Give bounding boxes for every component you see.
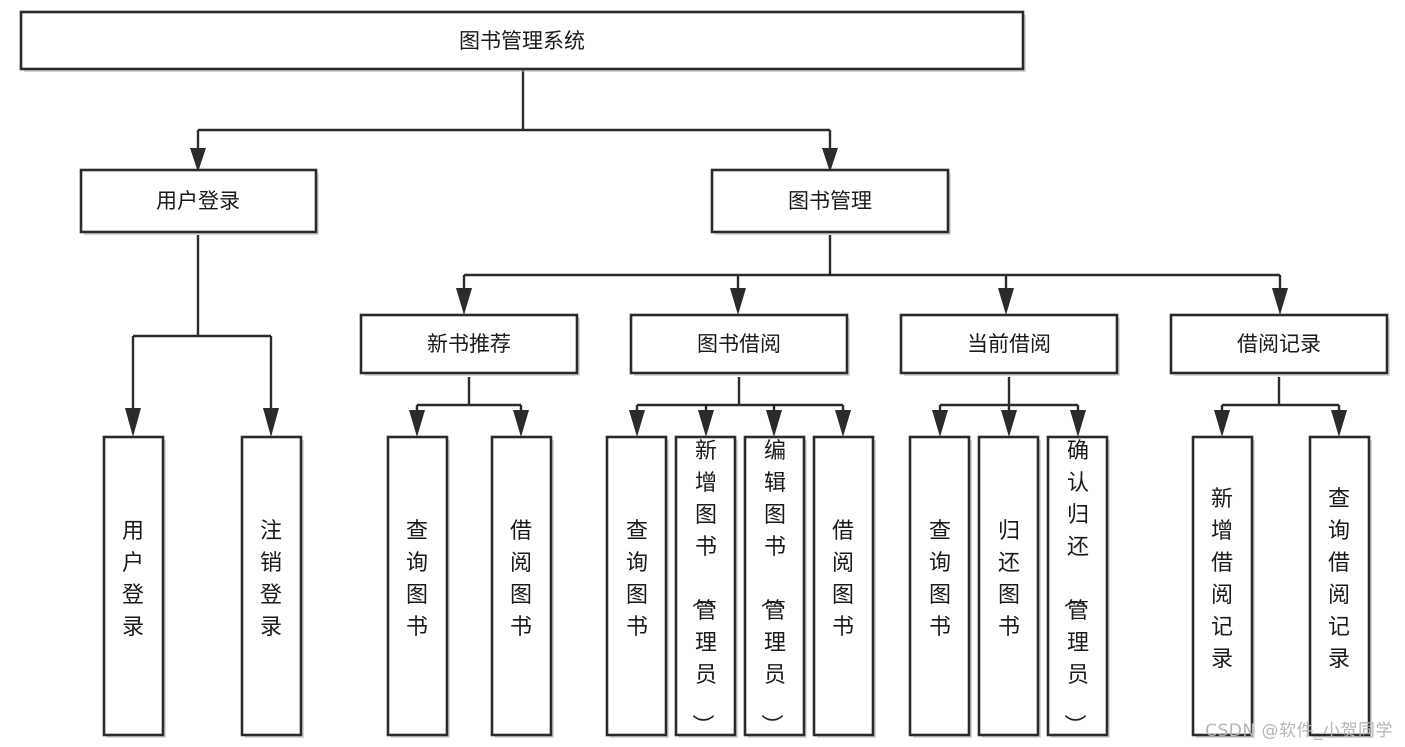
arrow-to-book-borrow: [730, 288, 746, 315]
node-root-box[interactable]: [19, 10, 1025, 71]
leaf-current-borrow-2-label: 归还图书: [998, 519, 1020, 640]
node-root-label: 图书管理系统: [459, 29, 585, 53]
leaf-new-book-2[interactable]: 借阅图书: [490, 435, 554, 738]
leaf-borrow-record-2-box[interactable]: [1308, 435, 1371, 737]
leaf-current-borrow-3[interactable]: 确认归还（管理员）: [1046, 435, 1110, 738]
arrow-borrowrecord-leaf-1: [1214, 410, 1230, 437]
arrow-to-book-manage: [822, 148, 838, 172]
arrow-currentborrow-leaf-3: [1070, 410, 1086, 437]
arrow-userlogin-leaf-1: [125, 408, 141, 437]
node-user-login[interactable]: 用户登录: [79, 168, 319, 235]
leaf-borrow-record-2-label: 查询借阅记录: [1328, 487, 1350, 672]
leaf-current-borrow-2-box[interactable]: [977, 435, 1040, 737]
arrow-bookborrow-leaf-3: [766, 410, 782, 437]
leaf-new-book-1-box[interactable]: [386, 435, 449, 737]
leaf-borrow-record-1-label: 新增借阅记录: [1211, 487, 1233, 672]
leaf-user-login-2-label: 注销登录: [260, 519, 282, 640]
connector-layer: [125, 70, 1347, 437]
leaf-book-borrow-1[interactable]: 查询图书: [605, 435, 669, 738]
node-new-book-recommend-box[interactable]: [359, 313, 579, 375]
arrow-bookborrow-leaf-1: [629, 410, 645, 437]
arrow-bookborrow-leaf-2: [698, 410, 714, 437]
leaf-borrow-record-1-box[interactable]: [1191, 435, 1254, 737]
arrow-userlogin-leaf-2: [263, 408, 279, 437]
node-borrow-record[interactable]: 借阅记录: [1169, 313, 1390, 376]
leaf-book-borrow-4-box[interactable]: [812, 435, 875, 737]
node-book-borrow-box[interactable]: [629, 313, 849, 375]
leaf-new-book-1[interactable]: 查询图书: [386, 435, 450, 738]
arrow-newbook-leaf-2: [513, 410, 529, 437]
node-borrow-record-box[interactable]: [1169, 313, 1389, 375]
leaf-book-borrow-4[interactable]: 借阅图书: [812, 435, 876, 738]
node-book-borrow-label: 图书借阅: [697, 332, 781, 356]
node-user-login-box[interactable]: [79, 168, 318, 234]
arrow-to-new-book-recommend: [456, 288, 472, 315]
leaf-new-book-1-label: 查询图书: [406, 519, 428, 640]
leaf-borrow-record-1[interactable]: 新增借阅记录: [1191, 435, 1255, 738]
node-new-book-recommend[interactable]: 新书推荐: [359, 313, 580, 376]
arrow-to-current-borrow: [998, 288, 1014, 315]
arrow-currentborrow-leaf-2: [1001, 410, 1017, 437]
leaf-book-borrow-2[interactable]: 新增图书（管理员）: [674, 435, 738, 738]
arrow-borrowrecord-leaf-2: [1331, 410, 1347, 437]
leaf-current-borrow-3-box[interactable]: [1046, 435, 1109, 737]
leaf-book-borrow-3-label: 编辑图书（管理员）: [758, 439, 786, 736]
arrow-to-borrow-record: [1272, 288, 1288, 315]
leaf-current-borrow-1-box[interactable]: [908, 435, 971, 737]
leaf-current-borrow-1-label: 查询图书: [929, 519, 951, 640]
leaf-new-book-2-box[interactable]: [490, 435, 553, 737]
leaf-book-borrow-3[interactable]: 编辑图书（管理员）: [743, 435, 807, 738]
leaf-user-login-1-box[interactable]: [102, 435, 165, 737]
node-book-manage[interactable]: 图书管理: [710, 168, 951, 235]
leaf-book-borrow-4-label: 借阅图书: [832, 519, 854, 640]
leaf-book-borrow-1-label: 查询图书: [626, 519, 648, 640]
node-user-login-label: 用户登录: [156, 189, 240, 213]
leaf-book-borrow-2-box[interactable]: [674, 435, 737, 737]
node-book-manage-box[interactable]: [710, 168, 950, 234]
leaf-book-borrow-1-box[interactable]: [605, 435, 668, 737]
leaf-current-borrow-1[interactable]: 查询图书: [908, 435, 972, 738]
leaf-book-borrow-3-box[interactable]: [743, 435, 806, 737]
leaf-current-borrow-3-label: 确认归还（管理员）: [1061, 439, 1089, 736]
node-book-manage-label: 图书管理: [788, 189, 872, 213]
leaf-new-book-2-label: 借阅图书: [510, 519, 532, 640]
leaf-user-login-1-label: 用户登录: [122, 519, 144, 640]
node-current-borrow-label: 当前借阅: [967, 332, 1051, 356]
leaf-borrow-record-2[interactable]: 查询借阅记录: [1308, 435, 1372, 738]
node-root[interactable]: 图书管理系统: [19, 10, 1026, 72]
arrow-to-user-login: [190, 148, 206, 172]
node-current-borrow-box[interactable]: [899, 313, 1119, 375]
arrow-currentborrow-leaf-1: [932, 410, 948, 437]
leaf-user-login-2[interactable]: 注销登录: [240, 435, 304, 738]
leaf-user-login-1[interactable]: 用户登录: [102, 435, 166, 738]
node-current-borrow[interactable]: 当前借阅: [899, 313, 1120, 376]
arrow-bookborrow-leaf-4: [835, 410, 851, 437]
node-new-book-recommend-label: 新书推荐: [427, 332, 511, 356]
arrow-newbook-leaf-1: [409, 410, 425, 437]
leaf-book-borrow-2-label: 新增图书（管理员）: [689, 439, 717, 736]
node-book-borrow[interactable]: 图书借阅: [629, 313, 850, 376]
leaf-user-login-2-box[interactable]: [240, 435, 303, 737]
node-borrow-record-label: 借阅记录: [1237, 332, 1321, 356]
leaf-current-borrow-2[interactable]: 归还图书: [977, 435, 1041, 738]
